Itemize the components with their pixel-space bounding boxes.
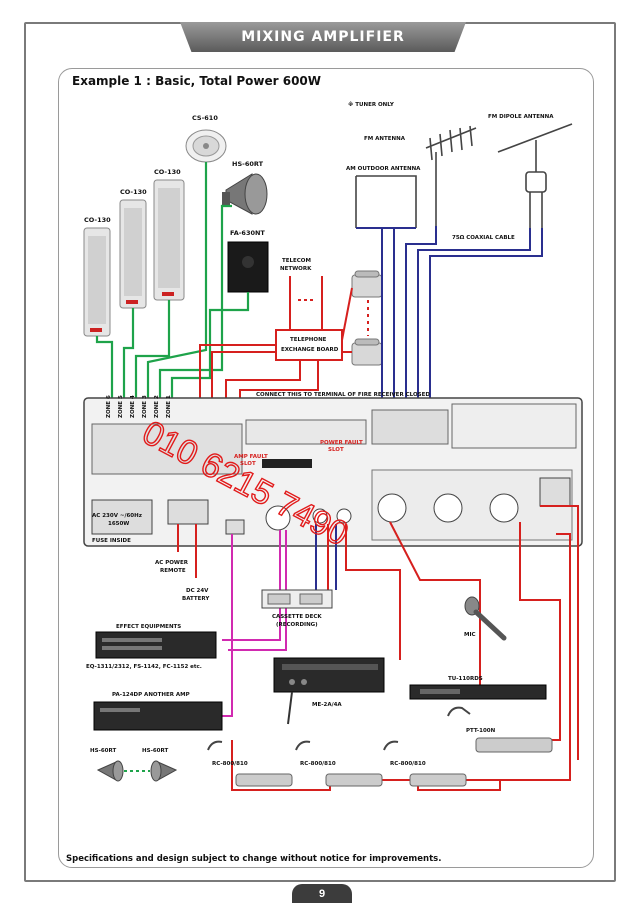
dc24v-label-2: BATTERY [182, 596, 210, 602]
hs60rt-label-b: HS-60RT [142, 748, 168, 754]
power-fault-label: POWER FAULT [320, 440, 363, 446]
me2a-label: ME-2A/4A [312, 702, 342, 708]
amplifier-rear-panel [83, 397, 583, 547]
mic-label: MIC [464, 632, 476, 638]
blue-wiring [315, 524, 337, 590]
tu110rds-label: TU-110RDS [448, 676, 483, 682]
ac-1650w-label: 1650W [108, 521, 129, 527]
footer-note: Specifications and design subject to cha… [66, 854, 442, 864]
magenta-wiring [222, 530, 287, 717]
paging-console-icon [383, 740, 467, 787]
diagram-frame [58, 68, 594, 868]
rc800-label-3: RC-800/810 [390, 761, 426, 767]
tuner-icon [409, 684, 547, 700]
rc800-label-1: RC-800/810 [212, 761, 248, 767]
hs60rt-label: HS-60RT [232, 160, 264, 168]
effect-unit-icon [95, 631, 217, 659]
telephone-icon [351, 270, 383, 298]
pa124dp-label: PA-124DP ANOTHER AMP [112, 692, 190, 698]
page-number: 9 [292, 884, 352, 903]
zone-4-label: ZONE 4 [130, 395, 136, 418]
box-speaker-icon [227, 241, 269, 293]
horn-speaker-icon [96, 760, 124, 782]
column-speaker-icon [153, 179, 185, 301]
zone-5-label: ZONE 5 [118, 395, 124, 418]
rc800-label-2: RC-800/810 [300, 761, 336, 767]
horn-speaker-icon [150, 760, 178, 782]
cassette-deck-icon [261, 589, 333, 609]
effect-models-label: EQ-1311/2312, FS-1142, FC-1152 etc. [86, 664, 202, 670]
effect-equipments-label: EFFECT EQUIPMENTS [116, 624, 181, 630]
zone-2-label: ZONE 2 [154, 395, 160, 418]
antenna-icon [355, 123, 573, 228]
ac-power-remote-label-2: REMOTE [160, 568, 186, 574]
co130-label-3: CO-130 [154, 168, 181, 176]
ac-power-remote-label-1: AC POWER [155, 560, 189, 566]
paging-console-icon [207, 740, 293, 787]
telephone-label: TELEPHONE [290, 337, 327, 343]
ceiling-speaker-icon [185, 129, 227, 163]
page-title: MIXING AMPLIFIER [241, 29, 405, 45]
cassette-label-1: CASSETTE DECK [272, 614, 322, 620]
horn-speaker-icon [222, 173, 268, 215]
network-label: NETWORK [280, 266, 312, 272]
am-outdoor-label: AM OUTDOOR ANTENNA [346, 166, 421, 172]
amp-fault-label: AMP FAULT [234, 454, 268, 460]
telecom-label: TELECOM [282, 258, 311, 264]
paging-console-icon [295, 740, 383, 787]
zone-3-label: ZONE 3 [142, 395, 148, 418]
amp-fault-slot-label: SLOT [240, 461, 256, 467]
hs60rt-label-a: HS-60RT [90, 748, 116, 754]
tuner-only-label: ※ TUNER ONLY [348, 101, 395, 108]
paging-mixer-icon [273, 657, 385, 725]
header-banner: MIXING AMPLIFIER [180, 22, 466, 52]
co130-label-1: CO-130 [84, 216, 111, 224]
zone-1-label: ZONE 1 [166, 395, 172, 418]
ac-230v-label: AC 230V ~/60Hz [92, 513, 142, 519]
zone-6-label: ZONE 6 [106, 395, 112, 418]
co130-label-2: CO-130 [120, 188, 147, 196]
fa630nt-label: FA-630NT [230, 229, 265, 237]
column-speaker-icon [83, 227, 111, 337]
example-title: Example 1 : Basic, Total Power 600W [72, 74, 322, 88]
telephone-exchange-board [275, 329, 343, 361]
coaxial-label: 75Ω COAXIAL CABLE [452, 235, 515, 241]
fm-antenna-label: FM ANTENNA [364, 136, 406, 142]
exchange-board-label: EXCHANGE BOARD [281, 347, 339, 353]
cassette-label-2: (RECORDING) [276, 622, 318, 628]
dc24v-label-1: DC 24V [186, 588, 209, 594]
fm-dipole-label: FM DIPOLE ANTENNA [488, 114, 554, 120]
speaker-wiring [95, 162, 250, 420]
connect-fire-label: CONNECT THIS TO TERMINAL OF FIRE RECEIVE… [256, 392, 430, 398]
paging-console-icon [447, 706, 553, 753]
another-amp-icon [93, 701, 223, 731]
column-speaker-icon [119, 199, 147, 309]
power-fault-slot-label: SLOT [328, 447, 344, 453]
antenna-wiring [356, 226, 543, 420]
fuse-label: FUSE INSIDE [92, 538, 131, 544]
telephone-icon [351, 338, 383, 366]
telephone-wiring [199, 276, 369, 420]
microphone-icon [464, 596, 507, 641]
cs610-label: CS-610 [192, 114, 218, 122]
ptt100n-label: PTT-100N [466, 728, 496, 734]
